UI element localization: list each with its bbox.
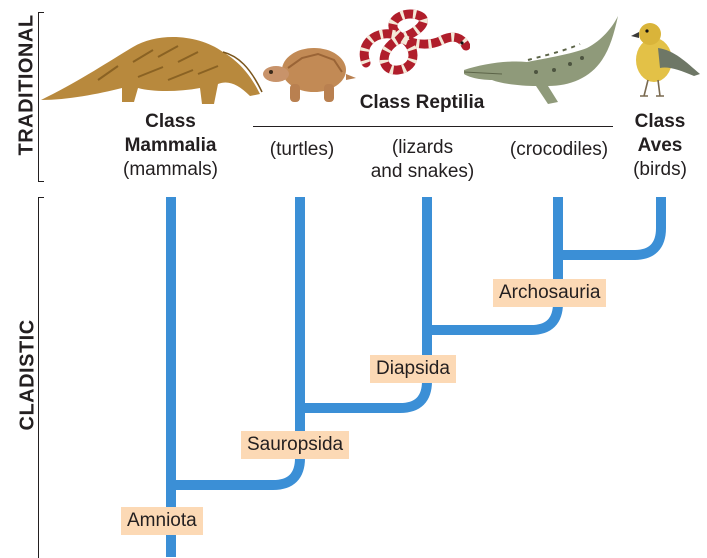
archosauria-connector: [427, 197, 558, 330]
clade-sauropsida-label: Sauropsida: [241, 431, 349, 459]
clade-diapsida-label: Diapsida: [370, 355, 456, 383]
clade-amniota-label: Amniota: [121, 507, 203, 535]
clade-archosauria-label: Archosauria: [493, 279, 606, 307]
aves-connector: [558, 197, 661, 255]
